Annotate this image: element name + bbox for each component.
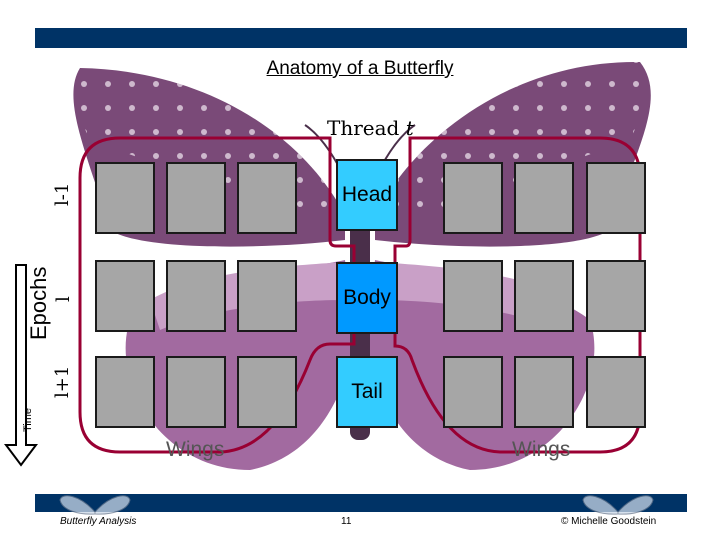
grid-block: [443, 356, 503, 428]
footer-bar: [35, 494, 687, 512]
left-wing-outline: [78, 136, 356, 454]
grid-block: [586, 260, 646, 332]
time-label: Time: [22, 407, 34, 432]
head-block: Head: [336, 159, 398, 231]
page-title: Anatomy of a Butterfly: [266, 58, 454, 79]
grid-block: [237, 356, 297, 428]
grid-block: [95, 260, 155, 332]
epochs-label: Epochs: [26, 266, 51, 340]
header-bar: [35, 28, 687, 48]
grid-block: [166, 260, 226, 332]
grid-block: [443, 260, 503, 332]
grid-block: [514, 260, 574, 332]
thread-label: Thread t: [327, 116, 414, 140]
grid-block: [514, 356, 574, 428]
epoch-label-next: l+1: [52, 365, 73, 398]
grid-block: [586, 162, 646, 234]
footer-right: © Michelle Goodstein: [561, 516, 657, 527]
footer-left: Butterfly Analysis: [60, 516, 137, 527]
grid-block: [237, 260, 297, 332]
grid-block: [95, 162, 155, 234]
body-label: Body: [343, 286, 391, 309]
grid-block: [443, 162, 503, 234]
grid-block: [237, 162, 297, 234]
grid-block: [95, 356, 155, 428]
grid-block: [586, 356, 646, 428]
tail-block: Tail: [336, 356, 398, 428]
grid-block: [166, 162, 226, 234]
tail-label: Tail: [351, 380, 383, 403]
grid-block: [166, 356, 226, 428]
wings-label-right: Wings: [512, 438, 571, 461]
time-arrow: [4, 264, 38, 467]
epoch-label-current: l: [53, 296, 74, 302]
page-number: 11: [341, 516, 352, 527]
epoch-label-prev: l-1: [52, 182, 73, 206]
body-block: Body: [336, 262, 398, 334]
head-label: Head: [341, 183, 393, 206]
wings-label-left: Wings: [166, 438, 225, 461]
grid-block: [514, 162, 574, 234]
